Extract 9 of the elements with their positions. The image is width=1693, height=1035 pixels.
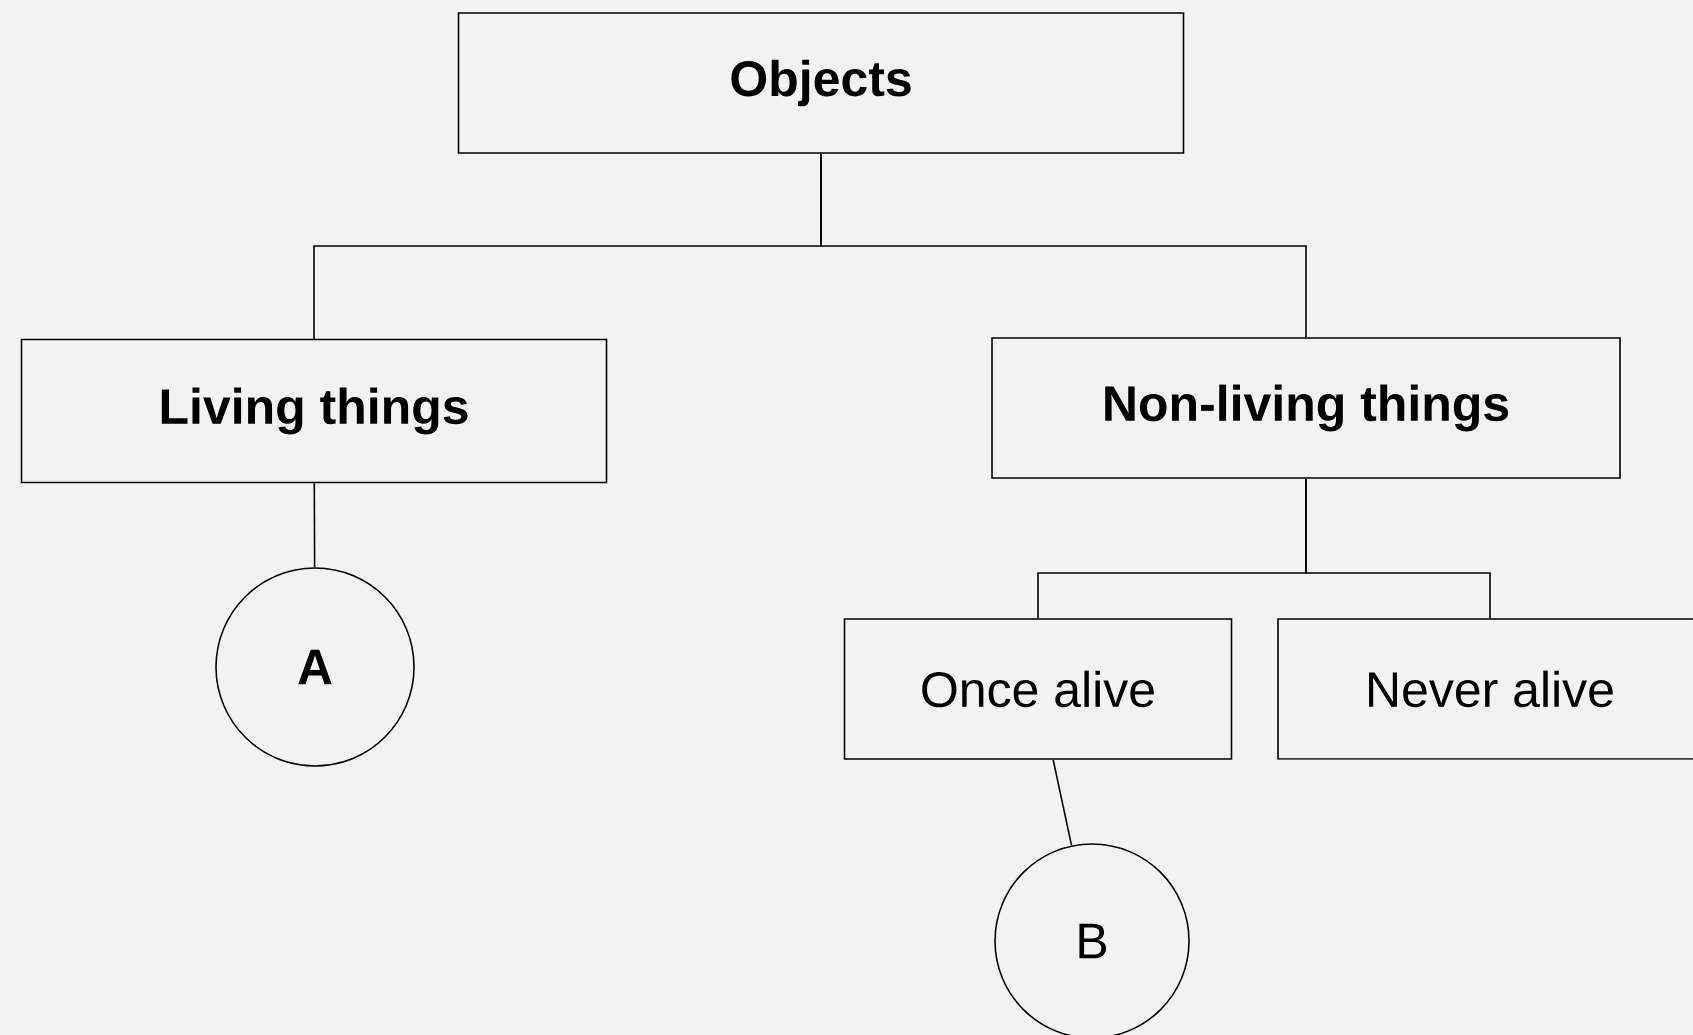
category-box: Objects (457, 12, 1185, 154)
connector-line (1052, 759, 1073, 847)
category-box: Never alive (1277, 618, 1693, 760)
connector-line (1305, 478, 1491, 619)
category-box: Living things (20, 338, 608, 484)
connector-line (313, 482, 316, 568)
connector-line (820, 153, 1307, 338)
category-box: Non-living things (991, 337, 1621, 479)
category-box: Once alive (843, 618, 1233, 760)
